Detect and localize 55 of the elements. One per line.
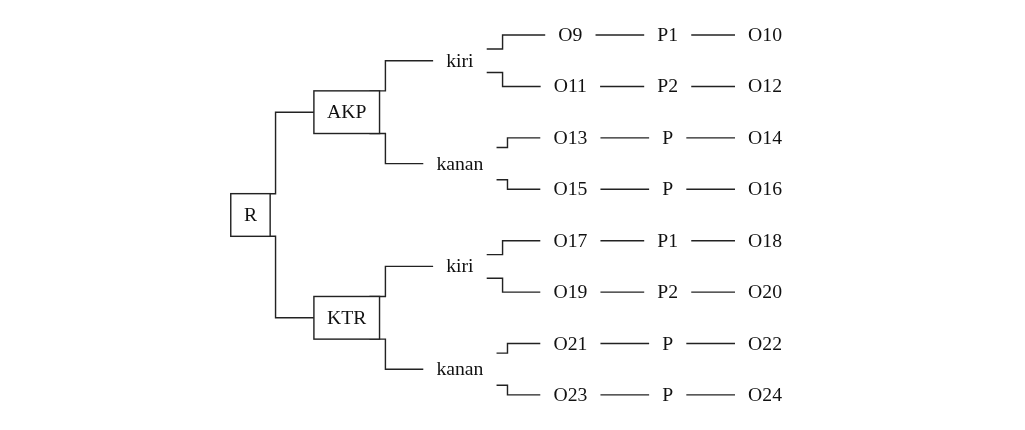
connector: [599, 291, 645, 293]
connector: [485, 240, 541, 256]
node-box: KTR: [312, 295, 380, 340]
node-text: P1: [656, 229, 678, 252]
node-text: kiri: [445, 254, 474, 277]
node-text: O19: [552, 280, 587, 303]
node-text: O11: [553, 75, 587, 97]
node-text: O22: [747, 332, 782, 354]
node-text: O15: [552, 177, 587, 200]
connector: [599, 240, 645, 242]
node-text: O12: [747, 75, 782, 97]
node-text: P2: [656, 75, 678, 97]
connector: [685, 188, 736, 190]
node-text: P: [661, 383, 673, 406]
connector: [495, 384, 541, 396]
node-box: R: [229, 192, 271, 238]
node-text: O16: [747, 177, 782, 200]
node-text: P: [661, 126, 673, 149]
node-text: O23: [552, 383, 587, 406]
connector: [599, 188, 650, 190]
connector: [690, 291, 736, 293]
connector: [599, 342, 650, 345]
connector: [599, 137, 650, 139]
node-text: O10: [747, 23, 782, 46]
connector: [495, 137, 541, 149]
connector: [485, 71, 541, 88]
connector: [685, 137, 736, 139]
node-text: P2: [656, 280, 678, 303]
node-text: P1: [656, 23, 678, 46]
node-text: O20: [747, 280, 782, 303]
node-text: O24: [747, 383, 782, 406]
connector: [685, 394, 736, 396]
connector: [485, 34, 546, 50]
node-text: P: [661, 332, 673, 354]
node-text: kanan: [435, 357, 483, 380]
connector: [495, 178, 541, 190]
node-text: O14: [747, 126, 782, 149]
node-text: O9: [557, 23, 582, 46]
connector: [594, 34, 645, 36]
node-text: O21: [552, 332, 587, 354]
node-text: O17: [552, 229, 587, 252]
connector: [690, 34, 736, 36]
node-text: kanan: [435, 152, 483, 174]
connector: [690, 240, 736, 242]
node-text: O18: [747, 229, 782, 252]
node-text: P: [661, 177, 673, 200]
connector: [495, 342, 541, 354]
connector: [598, 85, 645, 88]
connector: [485, 277, 541, 293]
connector: [690, 85, 736, 88]
node-text: kiri: [445, 49, 474, 72]
connector: [599, 394, 650, 396]
node-box: AKP: [312, 90, 380, 135]
node-text: O13: [552, 126, 587, 149]
connector: [685, 342, 736, 345]
